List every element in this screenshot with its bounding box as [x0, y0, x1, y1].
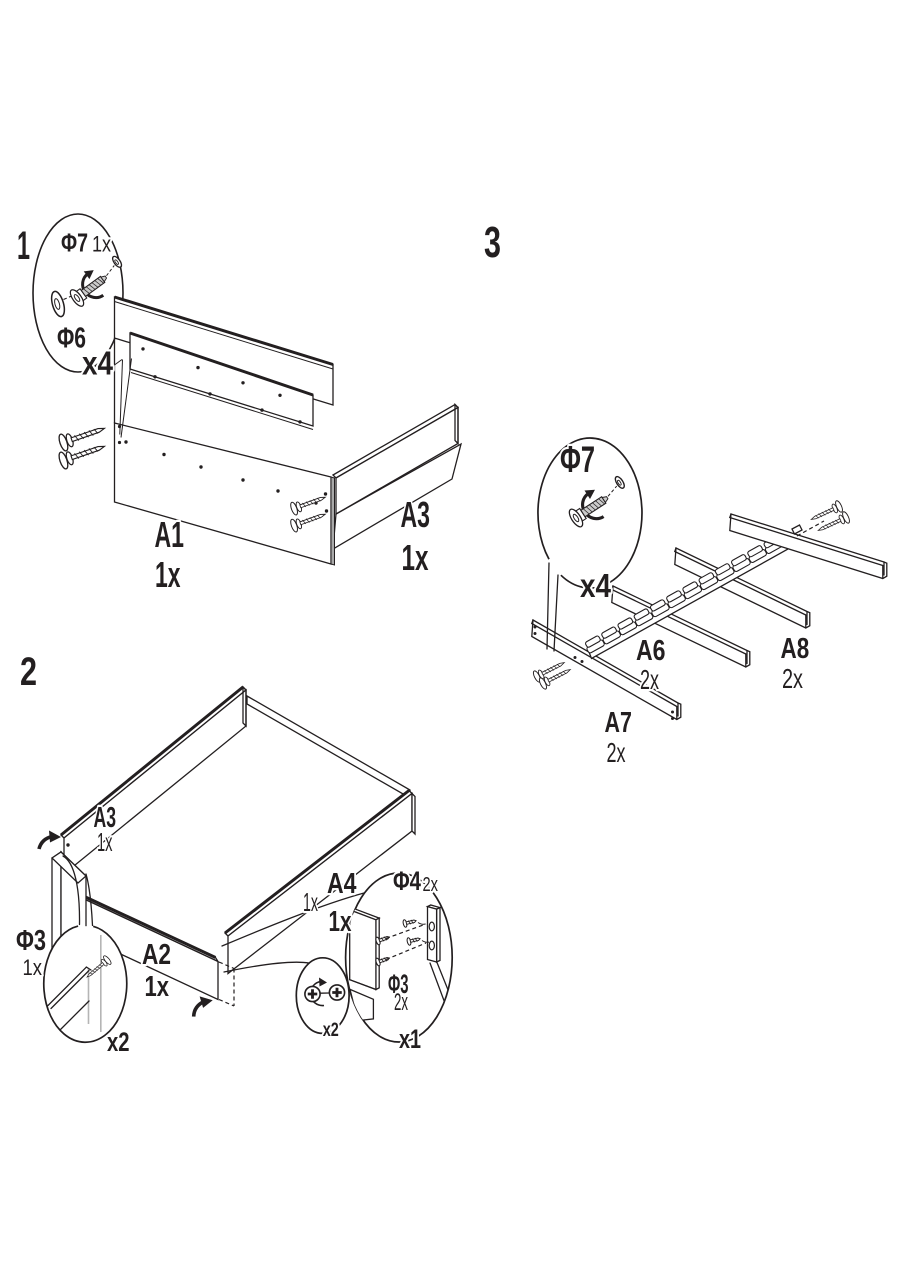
step-1: 1 — [15, 213, 463, 597]
step-1-callout-title-count: 1x — [92, 232, 111, 257]
step-1-callout-title: Φ7 — [61, 228, 88, 258]
bed-far-rail-a3 — [60, 685, 247, 876]
step-3-repeat-count: x4 — [580, 567, 612, 604]
part-label-a8: A8 — [781, 633, 810, 665]
part-label-a4: A4 — [327, 868, 357, 900]
camlock-callout-content — [304, 977, 346, 1007]
bracket-screw-count: 2x — [423, 874, 439, 896]
step-2-number: 2 — [20, 650, 37, 694]
part-count-a6: 2x — [640, 664, 659, 695]
step-1-callout-content: Φ7 1x Φ6 x4 — [50, 225, 133, 384]
headboard-top-rail-back — [113, 295, 334, 406]
step-1-number: 1 — [17, 224, 30, 268]
part-a1-panel — [113, 337, 335, 566]
corner-callout-leader — [62, 855, 94, 927]
part-label-a3-step2: A3 — [94, 802, 117, 834]
corner-callout-count: 1x — [23, 955, 43, 980]
corner-callout-repeat: x2 — [107, 1027, 130, 1057]
step-2: 2 — [14, 648, 454, 1059]
bracket-callout-content — [348, 904, 453, 1022]
step-1-repeat-count: x4 — [82, 345, 114, 382]
screw-guide-line — [796, 520, 825, 537]
corner-callout-circle — [42, 925, 128, 1044]
part-count-a2: 1x — [145, 971, 170, 1003]
part-count-a7: 2x — [607, 737, 626, 768]
bracket-dowel-count: 2x — [394, 989, 408, 1016]
step-3-number: 3 — [484, 218, 501, 267]
part-a7-far-rail — [729, 513, 888, 580]
part-label-a3: A3 — [401, 494, 431, 535]
part-label-a1: A1 — [155, 514, 185, 555]
part-count-a4: 1x — [303, 887, 318, 917]
part-count-a8: 2x — [782, 663, 803, 694]
step-1-callout-secondary: Φ6 — [57, 323, 86, 355]
cam-lock-icon — [304, 985, 321, 1003]
bracket-callout-leader — [221, 892, 365, 947]
camlock-repeat: x2 — [323, 1020, 339, 1041]
headboard-top-rail-angled — [129, 331, 314, 430]
camlock-callout-circle — [295, 956, 350, 1035]
part-count-a3: 1x — [402, 537, 429, 578]
bracket-dowel-label: Φ3 — [388, 969, 409, 999]
corner-callout-label: Φ3 — [16, 925, 46, 957]
camlock-callout-leader — [223, 961, 310, 973]
part-a8-beam — [674, 546, 811, 629]
part-label-a7: A7 — [605, 707, 632, 739]
part-label-a6: A6 — [636, 635, 666, 667]
x4-leader-lines — [110, 358, 132, 438]
bracket-screw-label: Φ4 — [393, 866, 421, 896]
part-count-a1: 1x — [155, 554, 181, 595]
step-3-callout-title: Φ7 — [560, 439, 595, 480]
bracket-callout-repeat: x1 — [399, 1024, 421, 1054]
corner-callout-content — [47, 935, 102, 1036]
step-3-callout-leader — [546, 562, 550, 650]
bed-near-rail — [224, 789, 416, 975]
part-a3-rail — [331, 402, 463, 551]
part-a6-beam — [611, 584, 751, 668]
step-3: 3 — [482, 216, 888, 770]
cam-lock-icon — [328, 984, 346, 1001]
part-count-a3-step2: 1x — [97, 827, 113, 857]
step-3-callout-leader — [553, 574, 559, 652]
part-label-a2: A2 — [142, 939, 171, 971]
part-count2-a4: 1x — [329, 906, 352, 938]
part-a7-rail — [531, 618, 682, 721]
